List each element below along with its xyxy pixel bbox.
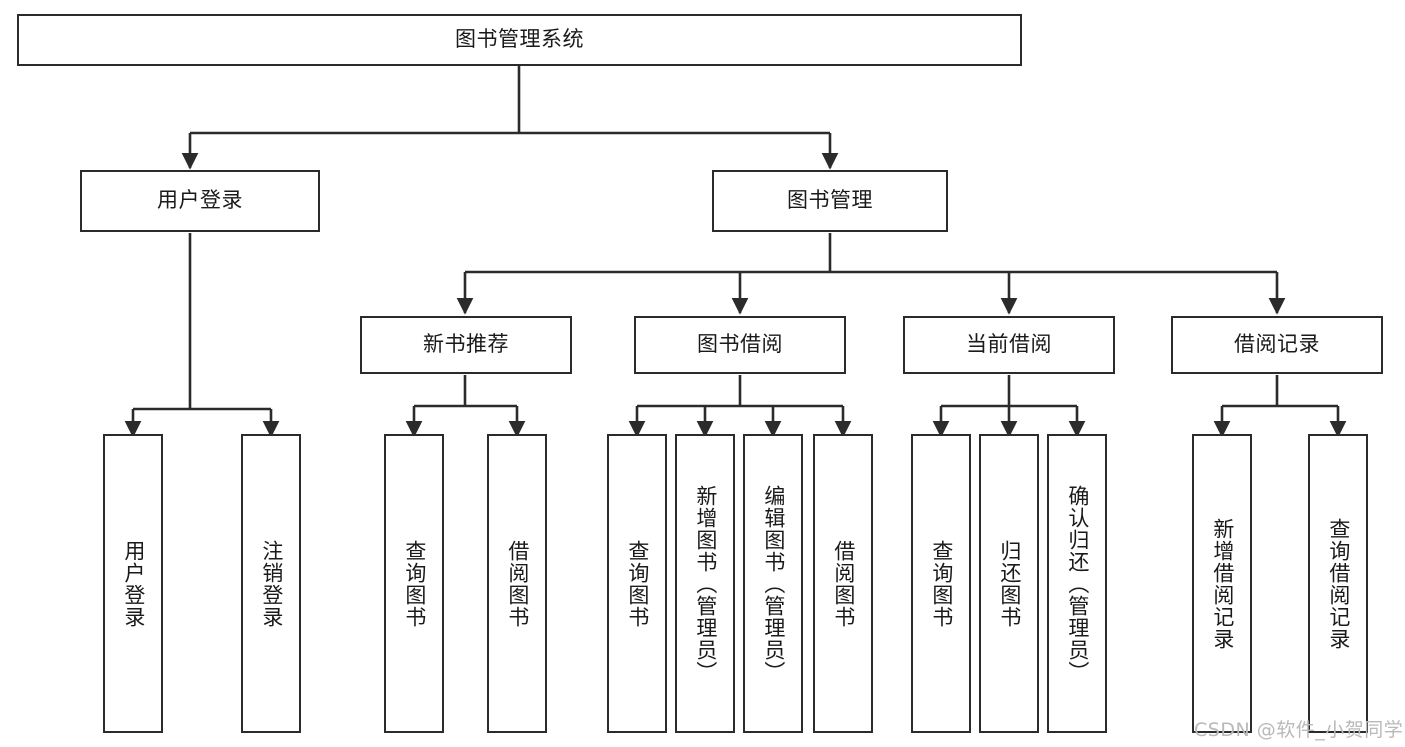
leaf-query-book-2-label: 查询图书 (625, 539, 650, 628)
leaf-query-borrow-record[interactable]: 查询借阅记录 (1308, 434, 1368, 733)
node-borrow-record-label: 借阅记录 (1234, 332, 1320, 357)
node-root-label: 图书管理系统 (455, 27, 584, 52)
leaf-query-borrow-record-label: 查询借阅记录 (1326, 517, 1351, 650)
leaf-user-login[interactable]: 用户登录 (103, 434, 163, 733)
leaf-logout-login-label: 注销登录 (259, 539, 284, 628)
leaf-confirm-return-label: 确认归还（管理员） (1065, 484, 1090, 683)
watermark-text: CSDN @软件_小贺同学 (1194, 719, 1404, 741)
leaf-add-borrow-record[interactable]: 新增借阅记录 (1192, 434, 1252, 733)
leaf-edit-book[interactable]: 编辑图书（管理员） (743, 434, 803, 733)
node-user-login-label: 用户登录 (157, 188, 243, 213)
leaf-add-borrow-record-label: 新增借阅记录 (1210, 517, 1235, 650)
node-current-borrow[interactable]: 当前借阅 (903, 316, 1115, 374)
leaf-query-book-1[interactable]: 查询图书 (384, 434, 444, 733)
node-book-borrow[interactable]: 图书借阅 (634, 316, 846, 374)
leaf-user-login-label: 用户登录 (121, 539, 146, 628)
leaf-query-book-2[interactable]: 查询图书 (607, 434, 667, 733)
leaf-add-book[interactable]: 新增图书（管理员） (675, 434, 735, 733)
node-book-borrow-label: 图书借阅 (697, 332, 783, 357)
node-book-management-label: 图书管理 (787, 188, 873, 213)
leaf-logout-login[interactable]: 注销登录 (241, 434, 301, 733)
node-current-borrow-label: 当前借阅 (966, 332, 1052, 357)
node-borrow-record[interactable]: 借阅记录 (1171, 316, 1383, 374)
node-book-management[interactable]: 图书管理 (712, 170, 948, 232)
leaf-return-book[interactable]: 归还图书 (979, 434, 1039, 733)
leaf-query-book-3-label: 查询图书 (929, 539, 954, 628)
node-new-book-recommend[interactable]: 新书推荐 (360, 316, 572, 374)
leaf-borrow-book-2[interactable]: 借阅图书 (813, 434, 873, 733)
leaf-edit-book-label: 编辑图书（管理员） (761, 484, 786, 683)
node-root[interactable]: 图书管理系统 (17, 14, 1022, 66)
leaf-return-book-label: 归还图书 (997, 539, 1022, 628)
leaf-borrow-book-1-label: 借阅图书 (505, 539, 530, 628)
leaf-add-book-label: 新增图书（管理员） (693, 484, 718, 683)
leaf-borrow-book-2-label: 借阅图书 (831, 539, 856, 628)
leaf-borrow-book-1[interactable]: 借阅图书 (487, 434, 547, 733)
node-user-login[interactable]: 用户登录 (80, 170, 320, 232)
leaf-confirm-return[interactable]: 确认归还（管理员） (1047, 434, 1107, 733)
leaf-query-book-3[interactable]: 查询图书 (911, 434, 971, 733)
leaf-query-book-1-label: 查询图书 (402, 539, 427, 628)
node-new-book-recommend-label: 新书推荐 (423, 332, 509, 357)
